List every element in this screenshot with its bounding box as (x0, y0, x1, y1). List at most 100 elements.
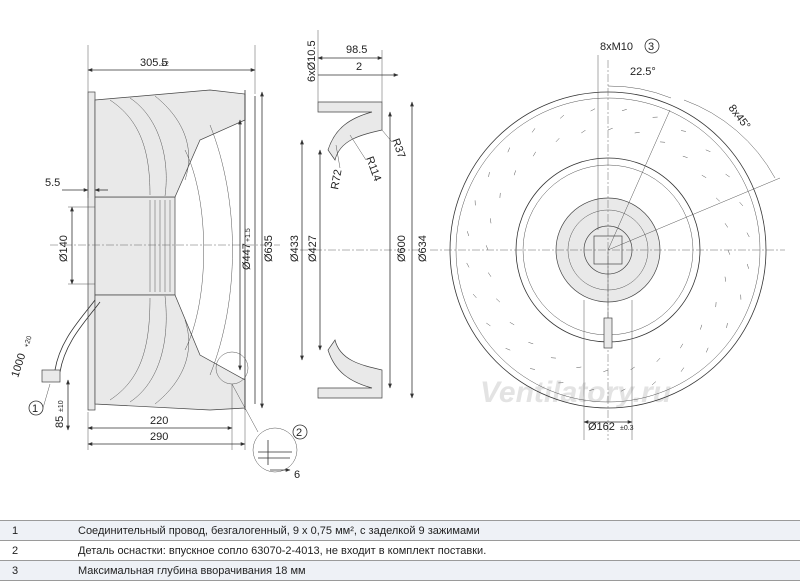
blade-mark (532, 151, 536, 157)
blade-mark (630, 366, 635, 371)
blade-mark (746, 232, 750, 238)
blade-mark (739, 201, 744, 207)
blade-mark (620, 388, 626, 392)
dim-22-5: 22.5° (630, 66, 656, 78)
legend-text: Деталь оснастки: впускное сопло 63070-2-… (70, 540, 800, 561)
dim-dia-162-tol: ±0.3 (620, 425, 634, 432)
dim-cable-length: 1000 (9, 352, 28, 379)
blade-mark (485, 245, 489, 251)
nozzle-upper (317, 101, 383, 161)
dim-290: 290 (150, 431, 168, 443)
blade-mark (705, 149, 711, 152)
blade-mark (466, 262, 470, 268)
blade-mark (472, 293, 477, 299)
callout-3-circle (644, 38, 660, 54)
nozzle-lower (317, 339, 383, 399)
dim-dia-447: Ø447 (241, 243, 253, 270)
legend-num: 1 (0, 520, 70, 541)
blade-mark (488, 172, 490, 178)
front-view: 8xM10 3 22.5° 8x45° Ø162 ±0.3 (430, 38, 785, 440)
dim-dia-427: Ø427 (307, 235, 319, 262)
blade-mark (715, 197, 720, 202)
detail-view (252, 427, 298, 473)
dim-r37: R37 (389, 137, 407, 160)
dim-width-overall: 305.5 (140, 57, 168, 69)
blade-mark (487, 272, 492, 277)
dim-dia-634: Ø634 (417, 235, 429, 262)
dim-dia-140: Ø140 (58, 235, 70, 262)
side-view (41, 89, 298, 473)
blade-mark (726, 322, 728, 328)
blade-mark (603, 369, 609, 373)
detail-2-label: 2 (296, 427, 302, 439)
blade-mark (490, 218, 492, 224)
blade-mark (576, 366, 582, 368)
dim-dia-447-tol: +1.5 (245, 228, 252, 242)
blade-mark (507, 147, 510, 153)
fan-drawing-svg: Ventilatory.ru (9, 30, 785, 481)
blade-mark (505, 348, 511, 351)
blade-mark (680, 130, 686, 132)
dim-width-overall-tol: ±2 (161, 61, 169, 68)
blade-mark (727, 249, 731, 255)
blade-mark (590, 108, 596, 112)
callout-3: 3 (648, 41, 654, 53)
blade-mark (555, 138, 560, 143)
nozzle-section: 98.5 2 6xØ10.5 R37 R114 R72 Ø433 Ø427 Ø6… (289, 30, 429, 399)
blade-mark (467, 231, 469, 237)
legend-text: Максимальная глубина вворачивания 18 мм (70, 560, 800, 581)
front-blade-marks (466, 108, 750, 392)
blade-mark (531, 128, 536, 133)
dim-8x45: 8x45° (726, 102, 753, 132)
blade-mark (530, 368, 536, 370)
dim-dia-600: Ø600 (396, 235, 408, 262)
dim-dia-433: Ø433 (289, 235, 301, 262)
dim-cable-length-tol: +20 (23, 335, 33, 349)
watermark: Ventilatory.ru (480, 376, 671, 409)
blade-mark (701, 174, 707, 178)
impeller-lower (94, 294, 246, 411)
blade-mark (607, 127, 613, 131)
dim-98-5: 98.5 (346, 44, 367, 56)
dim-8xm10: 8xM10 (600, 41, 633, 53)
dim-r114: R114 (363, 155, 383, 183)
legend-row: 3 Максимальная глубина вворачивания 18 м… (0, 560, 800, 581)
cable-exit (603, 317, 613, 349)
legend-table: 1 Соединительный провод, безгалогенный, … (0, 520, 800, 581)
blade-mark (509, 322, 515, 326)
cable (54, 299, 96, 371)
blade-mark (682, 155, 688, 158)
legend-num: 2 (0, 540, 70, 561)
blade-mark (747, 263, 749, 269)
dim-holes-6x10-5: 6xØ10.5 (306, 40, 318, 82)
dim-r72: R72 (329, 169, 344, 191)
motor-body (94, 196, 176, 296)
dim-cable-end-tol: ±10 (58, 400, 65, 412)
blade-mark (559, 114, 565, 119)
callout-1: 1 (32, 403, 38, 415)
blade-mark (651, 381, 657, 386)
blade-mark (680, 367, 685, 372)
dim-220: 220 (150, 415, 168, 427)
blade-mark (656, 357, 661, 362)
blade-mark (724, 276, 726, 282)
callout-2-circle (292, 424, 308, 440)
blade-mark (724, 223, 729, 228)
legend-row: 1 Соединительный провод, безгалогенный, … (0, 520, 800, 541)
detail-6-label: 6 (294, 469, 300, 481)
blade-mark (700, 324, 703, 330)
dim-dia-162: Ø162 (588, 421, 615, 433)
impeller-upper (94, 89, 246, 198)
blade-mark (528, 342, 534, 345)
legend-row: 2 Деталь оснастки: впускное сопло 63070-… (0, 540, 800, 561)
blade-mark (581, 129, 586, 134)
blade-lines (109, 95, 233, 405)
backplate (87, 91, 96, 411)
blade-mark (486, 322, 491, 327)
motor-fins (149, 200, 171, 292)
legend-text: Соединительный провод, безгалогенный, 9 … (70, 520, 800, 541)
blade-mark (621, 109, 627, 111)
technical-drawing: Ventilatory.ru (9, 30, 785, 481)
dim-cable-end: 85 (54, 416, 66, 428)
cable-terminal (41, 369, 61, 383)
